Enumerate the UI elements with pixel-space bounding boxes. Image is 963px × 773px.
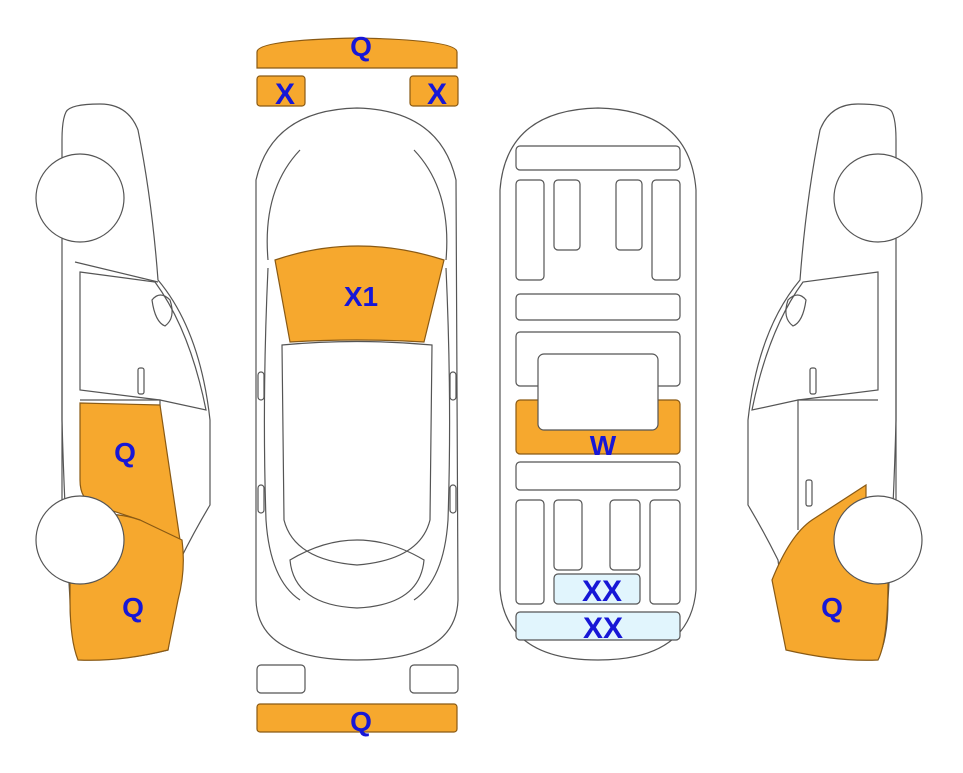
front-bumper-damage [256, 37, 458, 69]
rear-bumper-damage [256, 703, 458, 733]
top-view-handle-left [257, 484, 265, 514]
underbody-rear-rail-3 [609, 499, 641, 571]
underbody-rear-1-label: XX [582, 575, 622, 608]
top-view-right-pillar [413, 267, 451, 601]
taillight-left [256, 664, 306, 694]
left-side-door-label: Q [114, 437, 136, 468]
right-side-quarter-label: Q [821, 592, 843, 623]
underbody-rear-rail-1 [515, 499, 545, 605]
underbody-front-crossmember [515, 145, 681, 171]
top-view-mirror-left [257, 371, 265, 401]
right-side-front-wheel [833, 153, 923, 243]
underbody-outline [499, 107, 697, 661]
left-side-front-wheel [35, 153, 125, 243]
windshield-label: X1 [344, 281, 378, 312]
headlight-right-damage [409, 75, 459, 107]
right-side-mirror [785, 294, 807, 327]
top-view-handle-right [449, 484, 457, 514]
underbody-rear-2-minor [515, 611, 681, 641]
left-side-rear-wheel [35, 495, 125, 585]
underbody-rear-rail-2 [553, 499, 583, 571]
right-side-window [751, 271, 879, 411]
left-side-quarter-label: Q [122, 592, 144, 623]
underbody-mid-crossmember [515, 293, 681, 321]
underbody-rear-crossmember [515, 461, 681, 491]
windshield-damage [274, 245, 445, 343]
taillight-right [409, 664, 459, 694]
headlight-left-damage [256, 75, 306, 107]
top-view [255, 107, 459, 694]
underbody-center-label: W [590, 430, 617, 461]
underbody-rear-2-label: XX [583, 612, 623, 645]
headlight-right-label: X [427, 78, 447, 111]
right-side-handle-1 [809, 367, 817, 395]
left-side-handle-1 [137, 367, 145, 395]
top-view-hood-line-left [266, 149, 301, 261]
left-side-mirror [151, 294, 173, 327]
underbody-front-rail-4 [651, 179, 681, 281]
right-side-rear-wheel [833, 495, 923, 585]
top-view-body-outline [255, 107, 459, 661]
underbody-front-rail-1 [515, 179, 545, 281]
top-view-cabin [281, 340, 433, 566]
underbody-tank [537, 353, 659, 431]
underbody-rear-rail-4 [649, 499, 681, 605]
underbody-front-rail-3 [615, 179, 643, 251]
top-view-hood-line-right [413, 149, 448, 261]
top-view-left-pillar [263, 267, 301, 601]
underbody-view [499, 107, 697, 661]
rear-bumper-label: Q [350, 706, 372, 737]
top-view-rear-window [289, 539, 425, 609]
right-side-door-line [797, 399, 878, 530]
left-side-window [79, 271, 207, 411]
headlight-left-label: X [275, 78, 295, 111]
top-view-mirror-right [449, 371, 457, 401]
underbody-front-rail-2 [553, 179, 581, 251]
underbody-rear-1-minor [553, 573, 641, 605]
front-bumper-label: Q [350, 31, 372, 62]
right-side-handle-2 [805, 479, 813, 507]
left-side-roof-line [74, 261, 159, 283]
